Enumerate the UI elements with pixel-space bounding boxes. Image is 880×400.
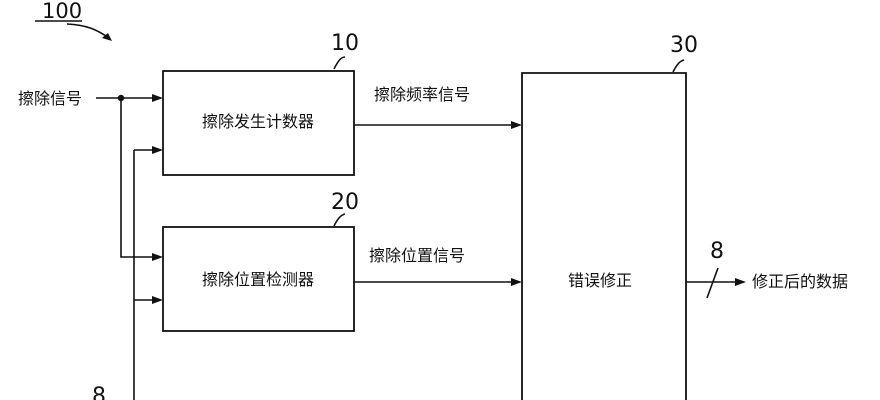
arrow-to-counter-upper (152, 94, 163, 102)
ref-30: 30 (670, 33, 698, 58)
input-to-detector (120, 98, 153, 258)
erase-frequency-arrow (511, 121, 522, 129)
erase-frequency-label: 擦除频率信号 (374, 85, 470, 104)
ref-10: 10 (331, 31, 359, 56)
corrected-data-label: 修正后的数据 (752, 272, 848, 291)
arrow-to-detector-lower (152, 296, 163, 304)
ref-100-pointer-arrow (102, 33, 112, 41)
ref-30-leader (672, 59, 685, 73)
erase-counter-label: 擦除发生计数器 (202, 112, 314, 131)
ref-100: 100 (42, 0, 82, 23)
bus-width-slash (706, 267, 719, 299)
arrow-to-counter-lower (152, 146, 163, 154)
ref-10-leader (333, 56, 346, 70)
erase-counter-block (162, 70, 355, 176)
erase-position-arrow (511, 278, 522, 286)
erase-position-detector-label: 擦除位置检测器 (202, 270, 314, 289)
erase-signal-label: 擦除信号 (18, 89, 82, 108)
ref-20: 20 (331, 190, 359, 215)
error-correction-block (521, 72, 687, 400)
ref-100-pointer (66, 23, 110, 39)
erase-position-detector-block (162, 226, 355, 332)
erase-position-label: 擦除位置信号 (369, 246, 465, 265)
arrow-to-detector-upper (152, 253, 163, 261)
bus-width-label: 8 (710, 239, 724, 264)
output-arrow (735, 278, 746, 286)
ref-20-leader (333, 213, 346, 227)
error-correction-label: 错误修正 (568, 271, 632, 290)
left-bus-width-label: 8 (92, 384, 106, 400)
